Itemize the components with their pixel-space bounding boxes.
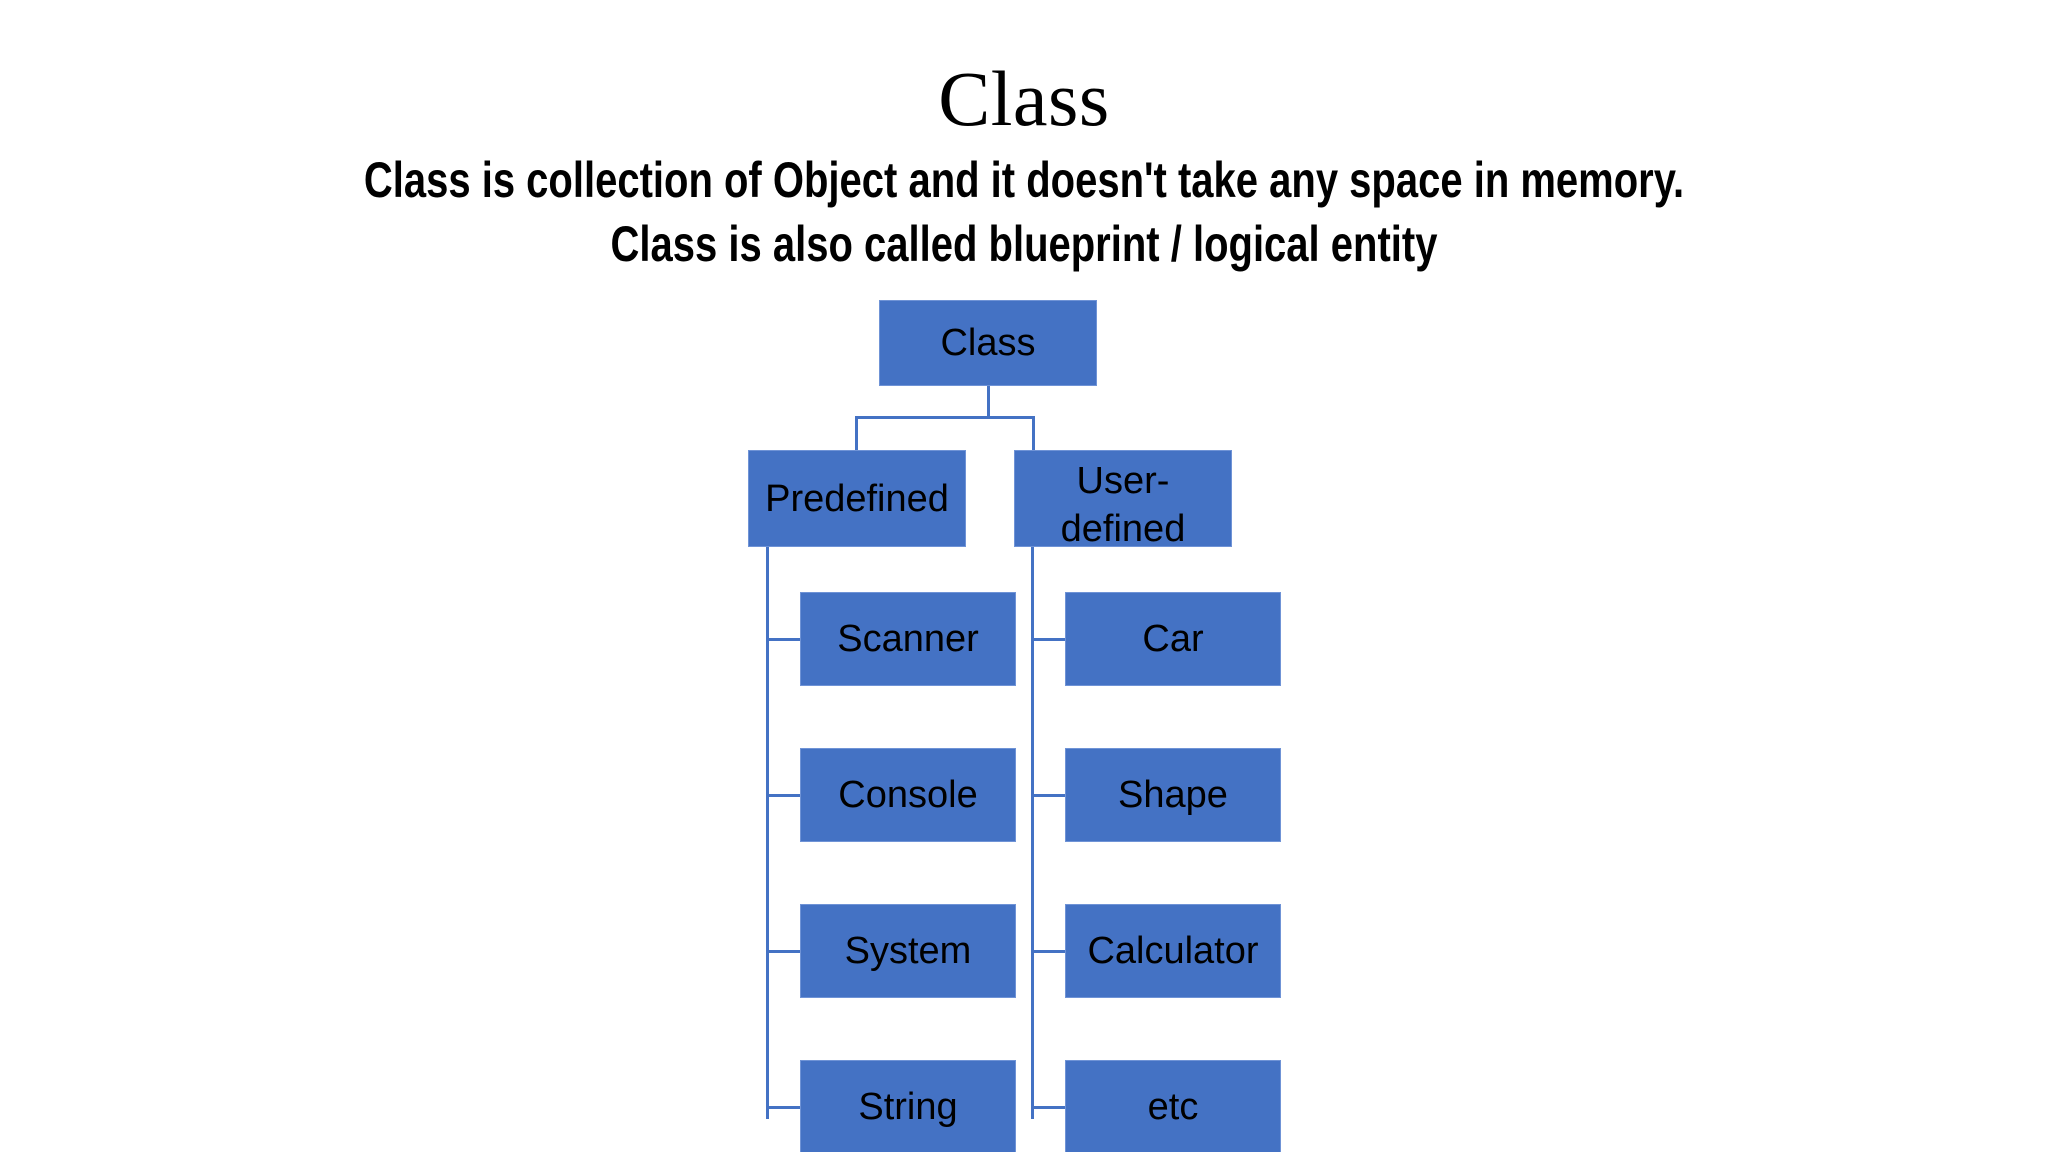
connector-root-stem (987, 386, 990, 418)
node-shape[interactable]: Shape (1065, 748, 1281, 842)
node-label: System (844, 930, 972, 972)
connector-stub-shape (1031, 794, 1065, 797)
node-label: Predefined (765, 477, 949, 520)
node-label: Console (838, 774, 978, 816)
connector-stub-string (766, 1106, 800, 1109)
node-label: Car (1142, 618, 1204, 660)
node-label: Class (940, 322, 1036, 364)
subtitle-line-1: Class is collection of Object and it doe… (363, 152, 1685, 208)
node-label: Calculator (1087, 930, 1259, 972)
connector-stub-console (766, 794, 800, 797)
slide-subtitle: Class is collection of Object and it doe… (205, 148, 1843, 276)
node-label: Shape (1118, 774, 1228, 816)
connector-trunk-predefined (766, 547, 769, 1119)
page-title: Class (938, 55, 1110, 142)
node-label: String (858, 1086, 958, 1128)
node-car[interactable]: Car (1065, 592, 1281, 686)
connector-stub-etc (1031, 1106, 1065, 1109)
node-calculator[interactable]: Calculator (1065, 904, 1281, 998)
connector-stub-calculator (1031, 950, 1065, 953)
node-etc[interactable]: etc (1065, 1060, 1281, 1152)
node-label: Scanner (837, 618, 979, 660)
node-class-root[interactable]: Class (879, 300, 1097, 386)
node-scanner[interactable]: Scanner (800, 592, 1016, 686)
connector-trunk-userdefined (1031, 547, 1034, 1119)
connector-split-bar (855, 416, 1035, 419)
connector-to-userdefined (1032, 416, 1035, 450)
node-console[interactable]: Console (800, 748, 1016, 842)
connector-stub-car (1031, 638, 1065, 641)
node-userdefined[interactable]: User-defined (1014, 450, 1232, 550)
node-string[interactable]: String (800, 1060, 1016, 1152)
node-predefined[interactable]: Predefined (748, 450, 966, 547)
node-label: etc (1147, 1086, 1199, 1128)
connector-to-predefined (855, 416, 858, 450)
subtitle-line-2: Class is also called blueprint / logical… (610, 216, 1438, 272)
connector-stub-scanner (766, 638, 800, 641)
node-label: User-defined (1060, 460, 1186, 550)
connector-stub-system (766, 950, 800, 953)
node-system[interactable]: System (800, 904, 1016, 998)
